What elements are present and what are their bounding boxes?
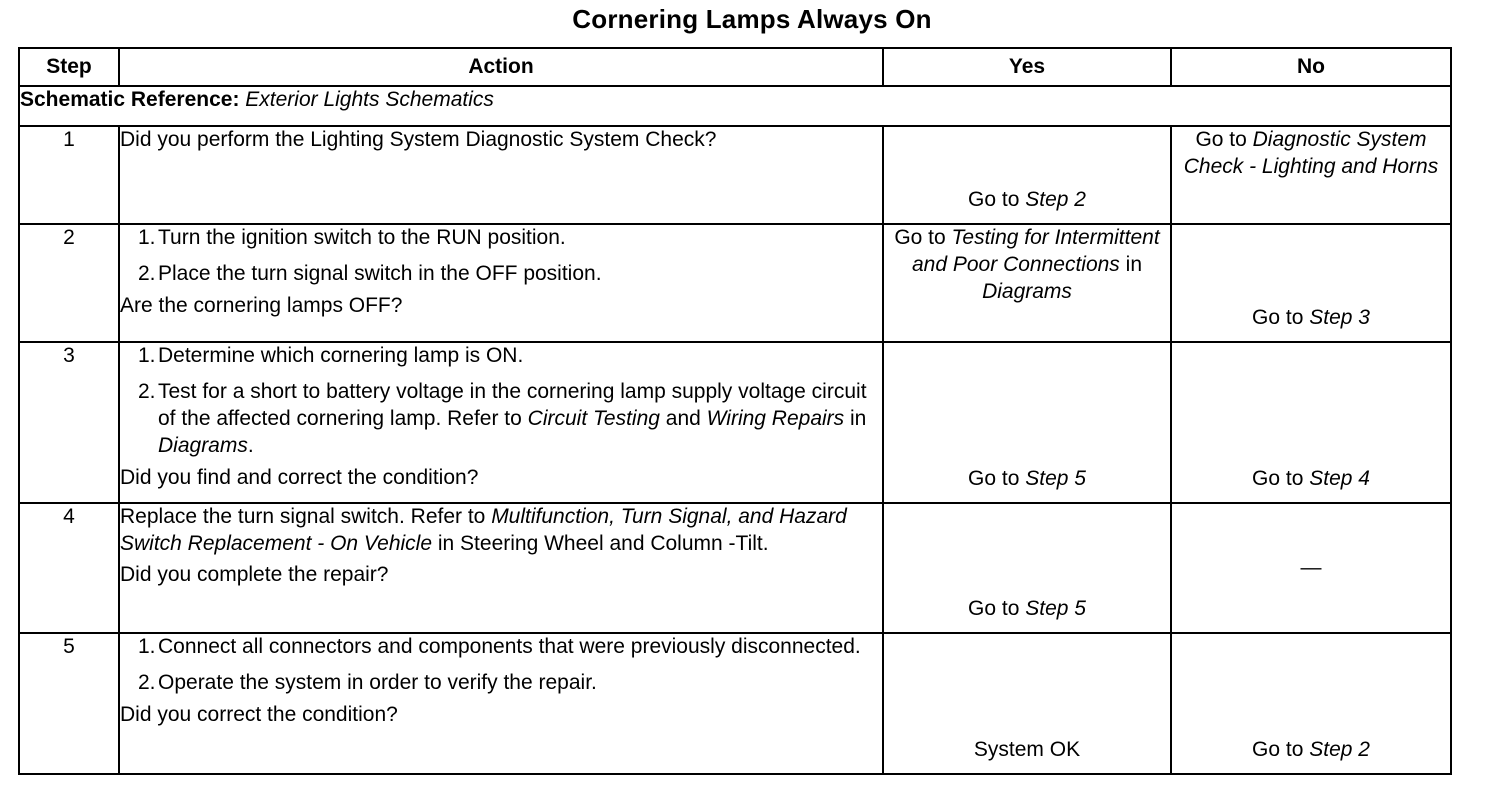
list-item: 1. Determine which cornering lamp is ON. xyxy=(120,343,882,370)
action-question: Did you correct the condition? xyxy=(120,702,398,726)
action-cell: 1. Determine which cornering lamp is ON.… xyxy=(118,341,884,504)
action-question: Did you perform the Lighting System Diag… xyxy=(120,128,717,151)
yes-text-italic: Step 2 xyxy=(1025,188,1086,212)
list-marker: 1. xyxy=(138,635,156,658)
no-text: Go to xyxy=(1252,738,1310,762)
yes-text: Go to xyxy=(894,226,952,249)
schematic-reference-label: Schematic Reference: xyxy=(20,88,240,111)
list-text: Connect all connectors and components th… xyxy=(158,635,861,658)
table-row: 2 1. Turn the ignition switch to the RUN… xyxy=(18,223,1452,343)
list-text: Test for a short to battery voltage in t… xyxy=(158,379,867,430)
table-row: 3 1. Determine which cornering lamp is O… xyxy=(18,341,1452,504)
action-cell: 1. Turn the ignition switch to the RUN p… xyxy=(118,223,884,343)
yes-text: Go to xyxy=(968,467,1026,491)
yes-text: System OK xyxy=(973,738,1081,762)
yes-text: Go to xyxy=(968,188,1026,212)
list-marker: 2. xyxy=(138,379,156,403)
yes-text-2: in xyxy=(1119,252,1142,276)
list-text-italic: Circuit Testing xyxy=(527,406,660,430)
yes-cell: Go to Step 2 xyxy=(882,125,1172,225)
column-header-step: Step xyxy=(18,47,120,87)
list-text-4: . xyxy=(247,433,254,457)
action-step-list: 1. Turn the ignition switch to the RUN p… xyxy=(120,225,882,288)
table-row: 4 Replace the turn signal switch. Refer … xyxy=(18,502,1452,634)
list-item: 2. Operate the system in order to verify… xyxy=(120,670,882,697)
action-question: Did you find and correct the condition? xyxy=(120,465,479,489)
list-item: 1. Turn the ignition switch to the RUN p… xyxy=(120,225,882,252)
column-header-yes: Yes xyxy=(882,47,1172,87)
page-title: Cornering Lamps Always On xyxy=(572,4,932,34)
yes-cell: System OK xyxy=(882,632,1172,775)
list-text-italic-3: Diagrams xyxy=(158,433,248,457)
list-text-2: and xyxy=(659,406,707,430)
column-header-no: No xyxy=(1170,47,1452,87)
no-text-italic: Step 2 xyxy=(1309,738,1370,762)
yes-text-italic: Step 5 xyxy=(1025,597,1086,621)
list-item: 2. Place the turn signal switch in the O… xyxy=(120,261,882,288)
step-number: 1 xyxy=(18,125,120,225)
no-dash: — xyxy=(1300,555,1322,579)
action-question: Are the cornering lamps OFF? xyxy=(120,293,403,317)
schematic-reference-value: Exterior Lights Schematics xyxy=(245,88,494,111)
no-text: Go to xyxy=(1252,306,1310,330)
no-cell: Go to Diagnostic System Check - Lighting… xyxy=(1170,125,1452,225)
action-cell: 1. Connect all connectors and components… xyxy=(118,632,884,775)
no-text-italic: Diagnostic System Check - Lighting and H… xyxy=(1183,128,1439,178)
step-number: 2 xyxy=(18,223,120,343)
table-row: 1 Did you perform the Lighting System Di… xyxy=(18,125,1452,225)
diagnostic-table: Step Action Yes No Schematic Reference: … xyxy=(18,47,1452,775)
yes-text: Go to xyxy=(968,597,1026,621)
no-cell: Go to Step 3 xyxy=(1170,223,1452,343)
list-text-italic-2: Wiring Repairs xyxy=(706,406,845,430)
column-header-action: Action xyxy=(118,47,884,87)
yes-text-italic: Step 5 xyxy=(1025,467,1086,491)
no-cell: Go to Step 2 xyxy=(1170,632,1452,775)
list-text: Turn the ignition switch to the RUN posi… xyxy=(158,226,566,249)
list-marker: 2. xyxy=(138,261,156,285)
step-number: 4 xyxy=(18,502,120,634)
yes-text-italic-2: Diagrams xyxy=(982,279,1072,303)
yes-cell: Go to Step 5 xyxy=(882,502,1172,634)
action-text: Replace the turn signal switch. Refer to xyxy=(120,505,492,528)
table-header-row: Step Action Yes No xyxy=(18,47,1452,87)
no-cell: Go to Step 4 xyxy=(1170,341,1452,504)
list-text: Determine which cornering lamp is ON. xyxy=(158,344,524,367)
action-cell: Did you perform the Lighting System Diag… xyxy=(118,125,884,225)
list-marker: 1. xyxy=(138,344,156,367)
no-text-italic: Step 4 xyxy=(1309,467,1370,491)
action-cell: Replace the turn signal switch. Refer to… xyxy=(118,502,884,634)
no-text: Go to xyxy=(1195,128,1253,151)
action-step-list: 1. Determine which cornering lamp is ON.… xyxy=(120,343,882,460)
schematic-reference-cell: Schematic Reference: Exterior Lights Sch… xyxy=(18,85,1452,127)
no-text: Go to xyxy=(1252,467,1310,491)
list-item: 2. Test for a short to battery voltage i… xyxy=(120,379,882,460)
action-text-italic: Multifunction, Turn Signal, and Hazard S… xyxy=(120,505,847,555)
step-number: 3 xyxy=(18,341,120,504)
list-marker: 2. xyxy=(138,670,156,694)
list-text-3: in xyxy=(844,406,867,430)
yes-cell: Go to Step 5 xyxy=(882,341,1172,504)
action-body: Replace the turn signal switch. Refer to… xyxy=(120,504,882,558)
list-marker: 1. xyxy=(138,226,156,249)
list-item: 1. Connect all connectors and components… xyxy=(120,634,882,661)
action-text-2: in Steering Wheel and Column -Tilt. xyxy=(432,531,769,555)
list-text: Operate the system in order to verify th… xyxy=(158,670,597,694)
no-text-italic: Step 3 xyxy=(1309,306,1370,330)
list-text: Place the turn signal switch in the OFF … xyxy=(158,261,602,285)
action-step-list: 1. Connect all connectors and components… xyxy=(120,634,882,697)
schematic-reference-row: Schematic Reference: Exterior Lights Sch… xyxy=(18,85,1452,127)
yes-text-italic: Testing for Intermittent and Poor Connec… xyxy=(912,226,1160,276)
step-number: 5 xyxy=(18,632,120,775)
no-cell: — xyxy=(1170,502,1452,634)
action-question: Did you complete the repair? xyxy=(120,562,389,586)
table-row: 5 1. Connect all connectors and componen… xyxy=(18,632,1452,775)
yes-cell: Go to Testing for Intermittent and Poor … xyxy=(882,223,1172,343)
